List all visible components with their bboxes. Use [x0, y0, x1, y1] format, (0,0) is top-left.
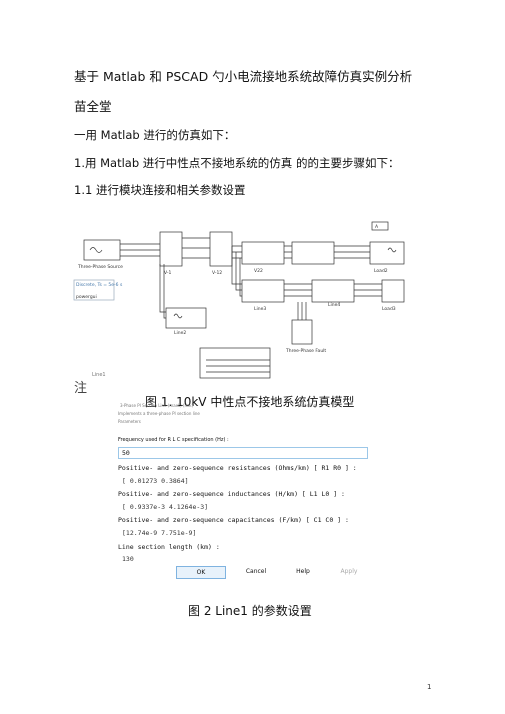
length-label: Line section length (km) : [118, 543, 220, 551]
length-input[interactable]: 130 [122, 555, 134, 563]
v1-label: V-1 [164, 270, 171, 276]
powergui-label: powergui [76, 294, 97, 300]
scope-label: A [375, 224, 379, 230]
inductance-input[interactable]: [ 0.9337e-3 4.1264e-3] [122, 503, 209, 511]
cancel-button[interactable]: Cancel [245, 568, 267, 575]
resistance-label: Positive- and zero-sequence resistances … [118, 464, 357, 472]
line1-block-label: Line2 [174, 330, 186, 336]
frequency-input[interactable]: 50 [118, 447, 368, 459]
section-heading: 1.1 进行模块连接和相关参数设置 [74, 183, 246, 197]
document-title: 基于 Matlab 和 PSCAD 勺小电流接地系统故障仿真实例分析 [74, 69, 413, 84]
load2-label: Load2 [374, 268, 388, 274]
line3-label: Line3 [254, 306, 266, 312]
v12-label: V-12 [212, 270, 222, 276]
note-line-label: Line1 [92, 372, 106, 378]
load3-label: Load3 [382, 306, 396, 312]
line4-label: Line4 [328, 302, 340, 308]
figure2-caption: 图 2 Line1 的参数设置 [188, 604, 312, 618]
dialog-description: Implements a three-phase PI section line [118, 411, 200, 416]
capacitance-input[interactable]: [12.74e-9 7.751e-9] [122, 529, 197, 537]
figure1-caption: 图 1. 10kV 中性点不接地系统仿真模型 [145, 395, 355, 409]
line-parameter-dialog: 3-Phase PI Section Line (mask) (link) Mo… [118, 403, 368, 583]
frequency-value: 50 [122, 449, 130, 457]
dialog-header-right: Modeling [298, 403, 317, 408]
source-label: Three-Phase Source [77, 264, 123, 270]
dialog-header: 3-Phase PI Section Line (mask) (link) [120, 403, 194, 408]
note-marker: 注 [74, 381, 88, 396]
v22-label: V22 [254, 268, 263, 274]
capacitance-label: Positive- and zero-sequence capacitances… [118, 516, 349, 524]
page-number: 1 [427, 683, 432, 691]
help-button[interactable]: Help [296, 568, 310, 575]
resistance-input[interactable]: [ 0.01273 0.3864] [122, 477, 189, 485]
simulink-model-diagram: Three-Phase Source V-1 V-12 V22 Load2 Li… [73, 221, 405, 379]
frequency-label: Frequency used for R L C specification (… [118, 437, 229, 443]
ok-button[interactable]: OK [176, 566, 226, 579]
paragraph-intro: 一用 Matlab 进行的仿真如下： [74, 128, 236, 142]
discrete-label: Discrete, Ts = 5e-6 s [76, 282, 123, 288]
dialog-parameters-heading: Parameters [118, 419, 141, 424]
paragraph-step: 1.用 Matlab 进行中性点不接地系统的仿真 的的主要步骤如下： [74, 156, 400, 170]
fault-label: Three-Phase Fault [285, 348, 326, 354]
apply-button[interactable]: Apply [340, 568, 358, 575]
inductance-label: Positive- and zero-sequence inductances … [118, 490, 345, 498]
author-name: 苗全堂 [74, 99, 112, 114]
